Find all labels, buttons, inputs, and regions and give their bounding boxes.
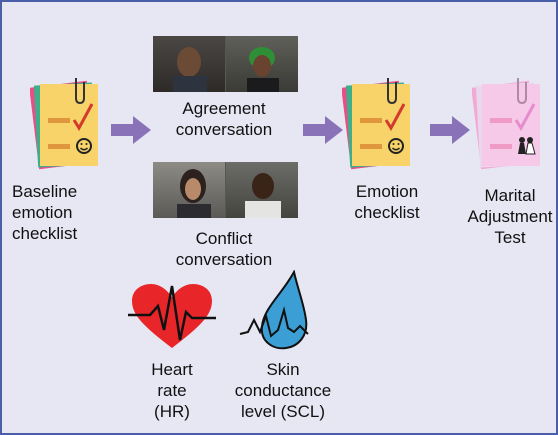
arrow-right-icon	[430, 115, 470, 145]
agreement-label: Agreement conversation	[175, 99, 273, 139]
heart-rate-label: Heart rate (HR)	[151, 360, 193, 421]
skin-signal-icon	[239, 306, 309, 338]
agreement-conversation-photo	[153, 36, 298, 92]
arrow-right-icon	[111, 115, 151, 145]
marital-checklist-icon	[472, 76, 552, 171]
skin-conductance-label: Skin conductance level (SCL)	[234, 360, 332, 421]
conflict-conversation-photo	[153, 162, 298, 218]
ecg-line-icon	[128, 285, 216, 341]
baseline-label: Baseline emotion checklist	[12, 182, 78, 243]
baseline-checklist-icon	[30, 76, 110, 171]
marital-label: Marital Adjustment Test	[467, 186, 553, 247]
heart-icon	[126, 282, 218, 352]
emotion-checklist-icon	[342, 76, 422, 171]
conflict-label: Conflict conversation	[175, 229, 273, 269]
emotion-label: Emotion checklist	[354, 182, 420, 222]
arrow-right-icon	[303, 115, 343, 145]
water-drop-icon	[238, 270, 312, 352]
